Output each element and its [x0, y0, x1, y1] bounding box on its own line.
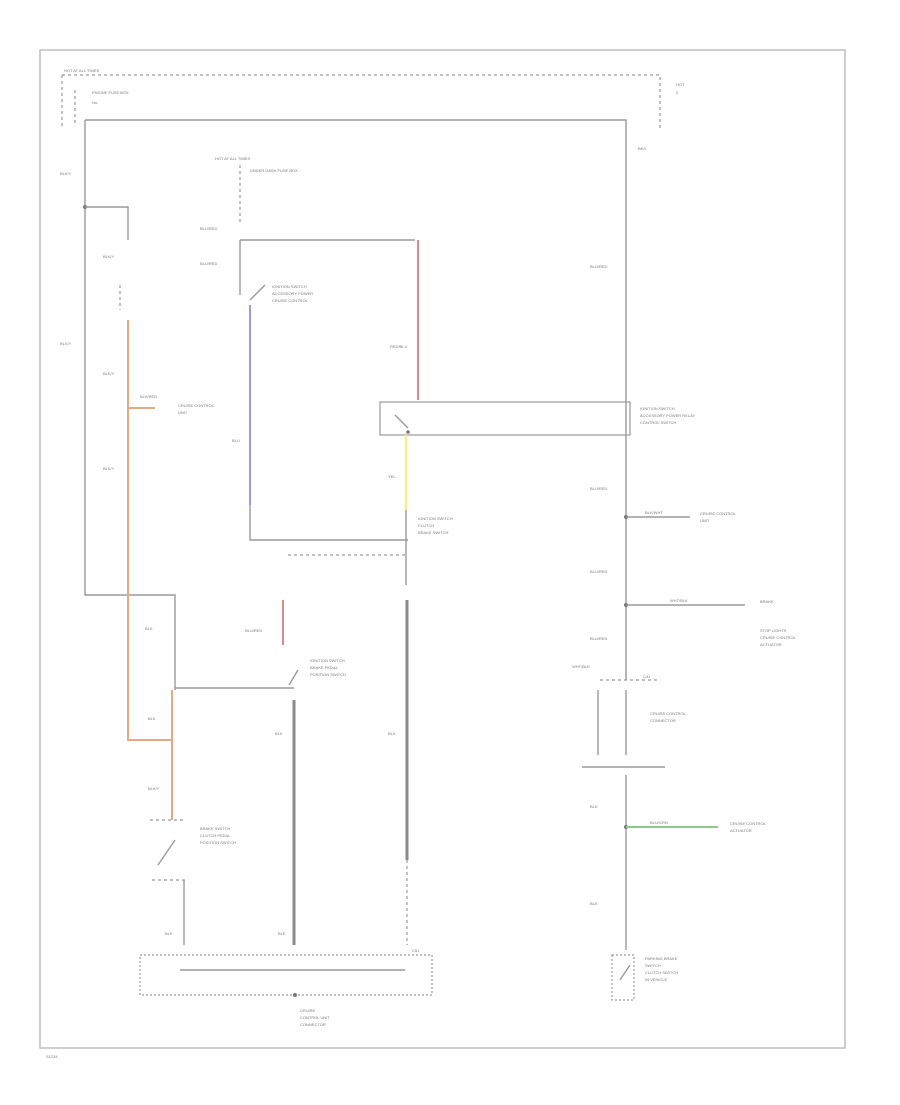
label-ign-5b: CLUTCH PEDAL — [200, 833, 231, 838]
blue-return — [249, 505, 408, 541]
label-wire-blk-low: BLK/Y — [103, 371, 115, 376]
label-right-5b: ACTUATOR — [730, 828, 752, 833]
label-right-3: STOP LIGHTS — [760, 628, 787, 633]
label-right-1b: UNIT — [700, 518, 710, 523]
label-right-6d: IN VEHICLE — [645, 977, 668, 982]
label-wire-blk-mid3: BLK — [388, 731, 396, 736]
switch-5-lever — [157, 839, 176, 866]
label-connector-bot: C51 — [412, 948, 420, 953]
label-unit-c: CONNECTOR — [300, 1022, 326, 1027]
label-wire-blu-left: BLU — [232, 438, 240, 443]
label-wire-blu-red-1: BLU/RED — [200, 226, 217, 231]
label-wire-blk-b3: BLK — [165, 931, 173, 936]
label-ign-1b: ACCESSORY POWER — [272, 291, 313, 296]
label-right-5: CRUISE CONTROL — [730, 821, 767, 826]
label-unit: CRUISE — [300, 1008, 315, 1013]
left-branch — [85, 206, 129, 240]
label-fuse-top: ENGINE FUSE BOX — [92, 90, 129, 95]
label-under-dash-sub: UNDER DASH FUSE BOX — [250, 168, 298, 173]
label-ign-1c: CRUISE CONTROL — [272, 298, 309, 303]
label-wire-blu-grn-top: BLK — [590, 804, 598, 809]
label-ign-2b: ACCESSORY POWER RELAY — [640, 413, 695, 418]
label-wire-blu-red-4: BLU/RED — [590, 264, 607, 269]
label-connector-mid: C41 — [643, 674, 651, 679]
label-blk-top-right: BK/L — [638, 146, 647, 151]
footer-code: S1234 — [46, 1054, 58, 1059]
label-ign-2: IGNITION SWITCH — [640, 406, 675, 411]
label-ign-1: IGNITION SWITCH — [272, 284, 307, 289]
label-wire-blk-bottom: BLK/Y — [148, 786, 160, 791]
label-right-3c: ACTUATOR — [760, 642, 782, 647]
switch-1 — [249, 284, 266, 301]
diagram-frame — [39, 49, 846, 1049]
label-wire-blu-red-7: BLU/RED — [590, 636, 607, 641]
label-right-3b: CRUISE CONTROL — [760, 635, 797, 640]
label-ign-3b: CLUTCH — [418, 523, 434, 528]
label-ign-5c: POSITION SWITCH — [200, 840, 236, 845]
label-right-6b: SWITCH — [645, 963, 661, 968]
label-ign-3: IGNITION SWITCH — [418, 516, 453, 521]
label-cruise-unit-left: CRUISE CONTROL — [178, 403, 215, 408]
label-wire-blk-mid2: BLK — [275, 731, 283, 736]
label-right-4b: CONNECTOR — [650, 718, 676, 723]
parking-switch-box — [611, 954, 635, 1001]
label-right-6: PARKING BRAKE — [645, 956, 678, 961]
label-wire-blu-red-6: BLU/RED — [590, 569, 607, 574]
label-right-1: CRUISE CONTROL — [700, 511, 737, 516]
label-ign-5: BRAKE SWITCH — [200, 826, 231, 831]
switch-2-box — [379, 401, 631, 436]
label-ign-4: IGNITION SWITCH — [310, 658, 345, 663]
label-hot-right: HOT — [676, 82, 685, 87]
label-ign-2c: CONTROL SWITCH — [640, 420, 676, 425]
label-wire-wht-blk: WHT/BLK — [572, 664, 590, 669]
label-wire-blk-b2: BLK — [148, 716, 156, 721]
label-wire-blk-top: BLK/Y — [103, 254, 115, 259]
label-fuse-sub: No. — [92, 100, 98, 105]
top-supply-dashed — [62, 74, 661, 128]
label-wire-blu-red-5: BLU/RED — [590, 486, 607, 491]
label-wire-wht-blk-right: WHT/BLK — [670, 598, 688, 603]
switch-2 — [394, 414, 409, 429]
label-wire-blk-mid: BLK/Y — [60, 341, 72, 346]
label-wire-yel: YEL — [388, 474, 396, 479]
label-ign-4c: POSITION SWITCH — [310, 672, 346, 677]
label-wire-blk-b1: BLK — [145, 626, 153, 631]
switch-4-lever — [288, 669, 299, 686]
label-right-6c: CLUTCH SWITCH — [645, 970, 678, 975]
label-wire-blk-lower: BLK/Y — [103, 466, 115, 471]
label-right-4: CRUISE CONTROL — [650, 711, 687, 716]
label-unit-b: CONTROL UNIT — [300, 1015, 330, 1020]
label-wire-blk-red: BLK/RED — [140, 394, 157, 399]
label-wire-blk-b4: BLK — [278, 931, 286, 936]
label-right-2: BRAKE — [760, 599, 774, 604]
parking-switch-lever — [619, 964, 631, 981]
orange-wire — [127, 320, 172, 741]
label-wire-grn: BLU/GRN — [650, 820, 668, 825]
label-under-dash-fuse: HOT AT ALL TIMES — [215, 156, 250, 161]
label-wire-blu-red-3: BLU/RED — [245, 628, 262, 633]
label-wire-blk-right-low: BLK — [590, 901, 598, 906]
top-bus — [85, 119, 627, 680]
cruise-control-unit — [139, 954, 433, 996]
label-ign-4b: BRAKE PEDAL — [310, 665, 339, 670]
left-trunk — [84, 120, 176, 690]
label-wire-red-blu: RED/BLU — [390, 344, 407, 349]
label-hot-top: HOT AT ALL TIMES — [64, 68, 99, 73]
label-ign-3c: BRAKE SWITCH — [418, 530, 449, 535]
label-wire-wht-left: BLK/Y — [60, 171, 72, 176]
label-wire-blk-right: BLK/WHT — [645, 510, 663, 515]
label-wire-blu-red-2: BLU/RED — [200, 261, 217, 266]
label-hot-right-sub: 2 — [676, 90, 679, 95]
label-cruise-unit-left-b: UNIT — [178, 410, 188, 415]
